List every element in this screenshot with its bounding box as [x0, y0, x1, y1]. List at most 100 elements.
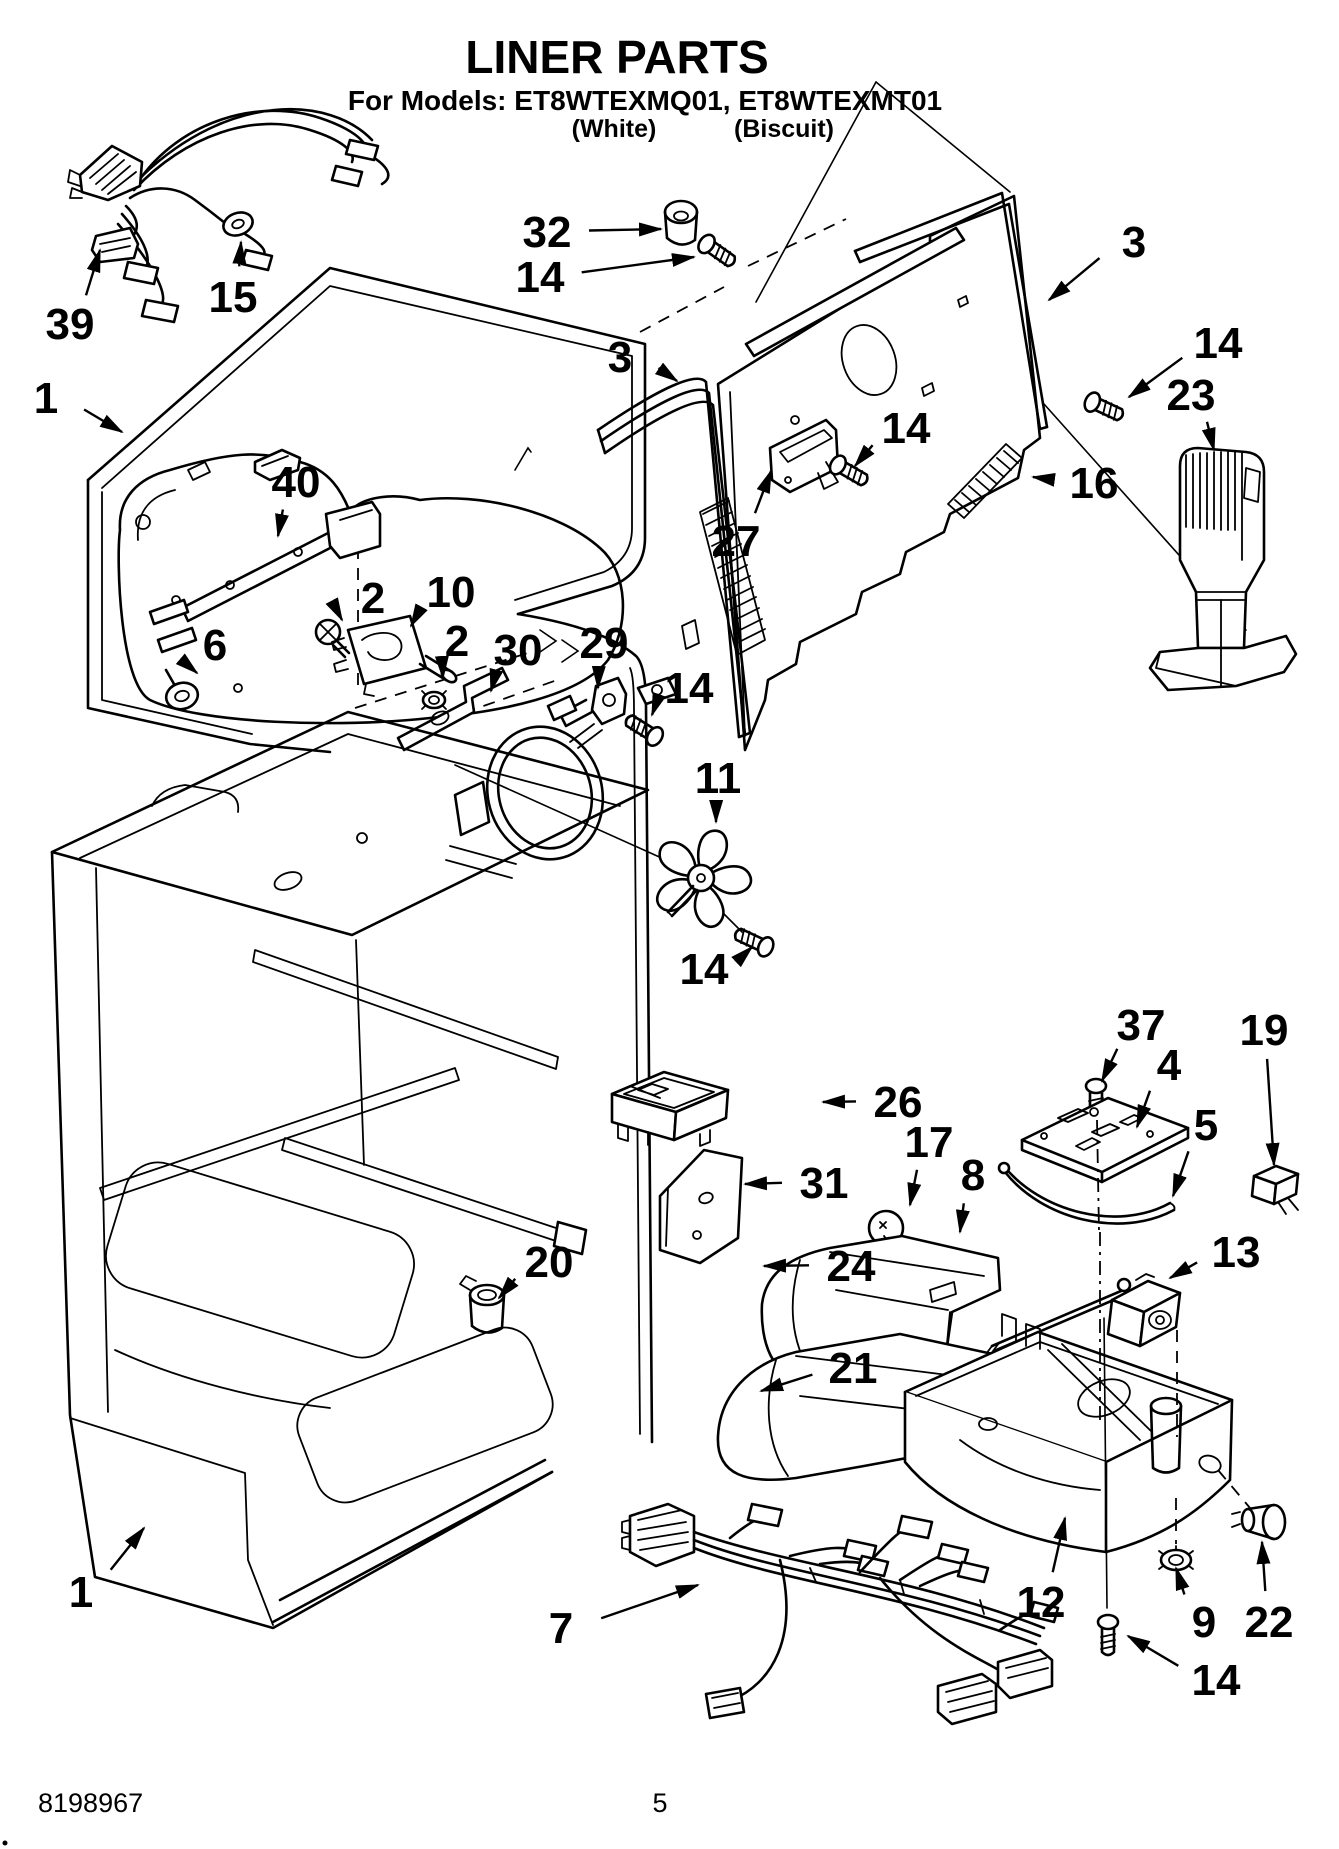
callout-label-20: 20: [525, 1238, 574, 1287]
drain-pan-12: [903, 1119, 1251, 1609]
callout-arrow-32: [588, 222, 663, 237]
callout-label-23: 23: [1167, 371, 1216, 420]
air-tower-23: [1148, 446, 1298, 692]
support-bracket-40: [148, 448, 382, 654]
callout-label-10: 10: [427, 568, 476, 617]
clip-19: [1250, 1164, 1300, 1215]
callout-arrow-27: [753, 469, 773, 514]
callout-arrow-3: [1047, 257, 1101, 302]
callout-label-12: 12: [1017, 1578, 1066, 1627]
callout-label-16: 16: [1070, 459, 1119, 508]
callout-label-26: 26: [874, 1078, 923, 1127]
callout-label-3: 3: [1122, 218, 1146, 267]
bracket-30: [396, 666, 510, 752]
callout-arrow-9: [1174, 1566, 1190, 1595]
cover-plate-31: [658, 1148, 744, 1265]
callout-label-14: 14: [1192, 1656, 1241, 1705]
liner-gasket-right-3: [853, 191, 1049, 431]
callout-arrow-7: [600, 1583, 700, 1620]
callout-label-11: 11: [695, 754, 742, 803]
callout-arrow-39: [84, 248, 102, 296]
scan-artifact: [2, 1840, 8, 1846]
callout-arrow-37: [1100, 1048, 1119, 1083]
page-title: LINER PARTS: [465, 31, 768, 83]
screw-14b: [828, 454, 869, 487]
nut-2b: [421, 690, 447, 710]
callout-arrow-24: [762, 1258, 810, 1273]
callout-arrow-14: [731, 945, 754, 968]
lower-wire-harness-7: [621, 1502, 1060, 1726]
models-line: For Models: ET8WTEXMQ01, ET8WTEXMT01: [348, 85, 942, 116]
callout-arrow-14: [1127, 356, 1184, 399]
evaporator-fan-blade-11: [655, 829, 753, 929]
screw-14c: [1083, 391, 1125, 422]
callout-arrow-19: [1265, 1058, 1280, 1167]
callout-arrow-2: [325, 597, 344, 622]
tube-5: [997, 1161, 1176, 1225]
screw-2a: [314, 618, 351, 659]
callout-arrow-2: [434, 655, 449, 680]
variant-white-label: (White): [572, 115, 657, 143]
callout-arrow-5: [1171, 1150, 1190, 1198]
callout-label-27: 27: [712, 517, 761, 566]
fan-shroud: [445, 676, 678, 879]
screw-14f: [1096, 1613, 1120, 1657]
callout-label-7: 7: [549, 1604, 573, 1653]
callout-arrow-30: [489, 667, 504, 693]
standoff-32: [663, 199, 699, 246]
callout-label-29: 29: [580, 619, 629, 668]
callout-arrow-29: [591, 665, 606, 690]
callout-arrow-14: [1126, 1634, 1179, 1667]
callout-label-40: 40: [272, 458, 321, 507]
callout-label-39: 39: [46, 300, 95, 349]
callout-label-32: 32: [523, 208, 572, 257]
callout-arrow-14: [853, 444, 875, 468]
callout-arrow-13: [1168, 1260, 1198, 1280]
callout-label-37: 37: [1117, 1001, 1166, 1050]
callout-label-1: 1: [34, 374, 58, 423]
callout-label-15: 15: [209, 273, 258, 322]
fresh-food-liner: [50, 710, 650, 1630]
callout-label-14: 14: [680, 945, 729, 994]
callout-label-14: 14: [882, 404, 931, 453]
callout-label-17: 17: [905, 1118, 954, 1167]
callout-label-1: 1: [69, 1568, 93, 1617]
callout-arrow-4: [1135, 1090, 1152, 1129]
damper-control-10: [331, 614, 458, 697]
callout-arrow-1: [83, 408, 124, 434]
callout-label-13: 13: [1212, 1228, 1261, 1277]
knob-22: [1231, 1503, 1287, 1541]
callout-label-22: 22: [1245, 1598, 1294, 1647]
callout-label-4: 4: [1157, 1041, 1182, 1090]
liner-gasket-left-3: [596, 377, 752, 739]
variant-biscuit-label: (Biscuit): [734, 115, 834, 143]
screw-14a: [697, 233, 737, 268]
callout-arrow-21: [759, 1373, 813, 1393]
doc-number: 8198967: [38, 1788, 143, 1818]
callout-arrow-3: [654, 362, 679, 383]
callout-label-30: 30: [494, 626, 543, 675]
page-number: 5: [652, 1788, 667, 1818]
callout-arrow-8: [955, 1203, 970, 1234]
callout-arrow-6: [175, 653, 199, 675]
callout-label-31: 31: [800, 1159, 849, 1208]
callout-arrow-23: [1201, 421, 1216, 452]
callout-label-2: 2: [361, 574, 385, 623]
callout-label-8: 8: [961, 1151, 985, 1200]
callout-label-14: 14: [665, 664, 714, 713]
callout-label-21: 21: [829, 1344, 878, 1393]
callout-arrow-1: [109, 1526, 146, 1571]
control-board-4: [1020, 1096, 1190, 1184]
screw-14d: [624, 714, 665, 747]
evaporator-cover-panel: [681, 194, 1042, 752]
callout-label-3: 3: [608, 333, 632, 382]
callout-label-9: 9: [1192, 1598, 1216, 1647]
defrost-control-box-26: [610, 1070, 730, 1147]
screw-14e: [733, 927, 775, 958]
callout-arrow-22: [1256, 1540, 1271, 1592]
callout-arrow-15: [232, 240, 247, 267]
callout-label-14: 14: [516, 253, 565, 302]
